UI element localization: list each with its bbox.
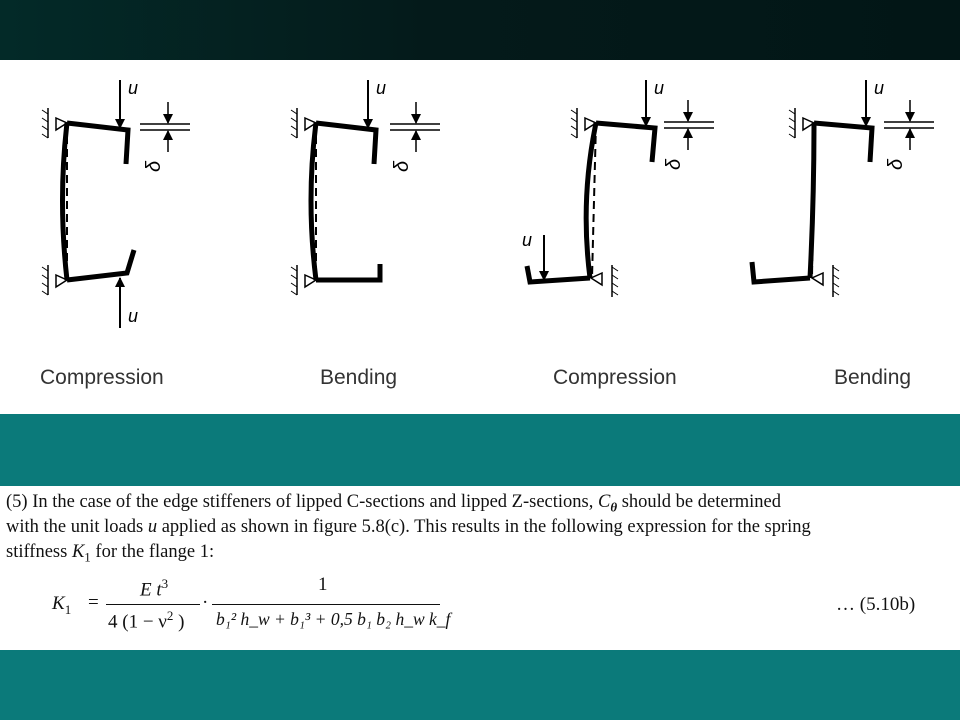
paragraph-line-1: (5) In the case of the edge stiffeners o… <box>6 492 781 515</box>
equation-number: … (5.10b) <box>836 594 916 615</box>
formula-dot: · <box>202 592 209 613</box>
formula-numerator-1: E t3 <box>140 576 169 601</box>
diagram-c-bending <box>290 80 440 296</box>
figure-panel: u u δ u δ <box>0 60 960 414</box>
caption-bending-1: Bending <box>320 366 398 389</box>
load-label: u <box>522 230 532 250</box>
fraction-bar-1 <box>106 604 200 606</box>
deflection-label: δ <box>391 160 413 172</box>
edge-stiffener-diagram: u u δ u δ <box>41 78 934 328</box>
diagram-z-bending <box>749 80 934 297</box>
paragraph-line-2: with the unit loads u applied as shown i… <box>6 517 811 537</box>
deflection-label: δ <box>143 160 165 172</box>
title-bar <box>0 0 960 60</box>
diagram-z-compression <box>524 80 714 297</box>
footer-band <box>0 650 960 720</box>
load-label: u <box>128 306 138 326</box>
formula-equals: = <box>88 592 99 613</box>
load-label: u <box>874 78 884 98</box>
fraction-bar-2 <box>212 604 440 606</box>
paragraph-line-3: stiffness K1 for the flange 1: <box>6 542 215 565</box>
caption-compression-2: Compression <box>553 366 677 389</box>
caption-compression-1: Compression <box>40 366 164 389</box>
symbol-c-theta: C <box>598 492 611 512</box>
text-panel: (5) In the case of the edge stiffeners o… <box>0 486 960 650</box>
load-label: u <box>654 78 664 98</box>
diagram-c-compression <box>41 80 190 328</box>
formula-numerator-2: 1 <box>318 574 328 595</box>
caption-bending-2: Bending <box>834 366 912 389</box>
load-label: u <box>128 78 138 98</box>
deflection-label: δ <box>885 158 907 170</box>
divider-band <box>0 414 960 486</box>
deflection-label: δ <box>663 158 685 170</box>
symbol-k1: K <box>71 542 85 562</box>
formula-lhs: K1 <box>52 593 72 617</box>
formula-denominator-1: 4 (1 − ν2 ) <box>108 608 185 633</box>
load-label: u <box>376 78 386 98</box>
symbol-u: u <box>147 517 158 537</box>
formula-denominator-2: b₁² h_w + b₁³ + 0,5 b₁ b₂ h_w k_f <box>216 609 451 629</box>
